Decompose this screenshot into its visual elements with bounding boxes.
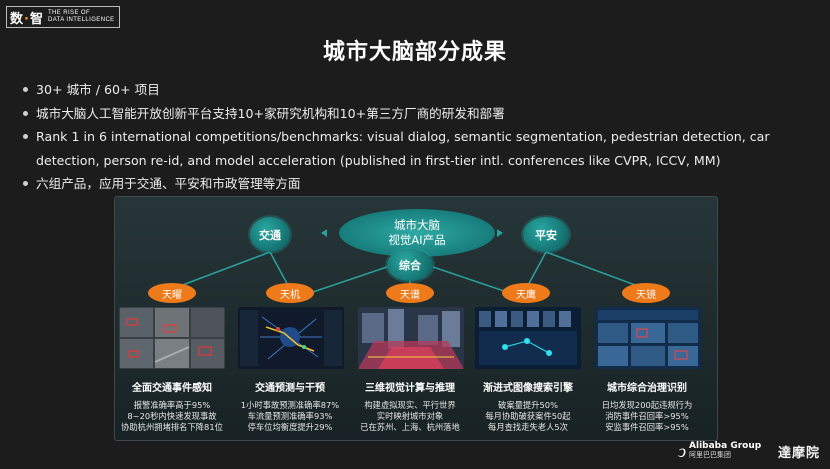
brand-logo: 数·智 THE RISE OF DATA INTELLIGENCE	[6, 6, 120, 28]
alibaba-logo: ↄ Alibaba Group 阿里巴巴集团	[678, 440, 762, 461]
product-name: 城市综合治理识别	[607, 383, 687, 394]
arrow-right-icon	[497, 229, 503, 237]
product-description: 报警准确率高于95%8~20秒内快速发现事故协助杭州拥堵排名下降81位	[121, 400, 223, 432]
alibaba-mark-icon: ↄ	[678, 440, 687, 461]
badge-tianyao: 天曜	[148, 283, 196, 303]
thumb-3d-vision	[358, 307, 464, 369]
badge-tianying: 天鹰	[502, 283, 550, 303]
thumb-traffic-prediction	[238, 307, 344, 369]
badge-tianji: 天机	[266, 283, 314, 303]
bullet-item: 六组产品，应用于交通、平安和市政管理等方面	[22, 172, 822, 196]
arrow-left-icon	[321, 229, 327, 237]
product-diagram: 城市大脑 视觉AI产品 交通 平安 综合 天曜 天机 天谱 天鹰 天镜	[114, 196, 718, 441]
bullet-list: 30+ 城市 / 60+ 项目 城市大脑人工智能开放创新平台支持10+家研究机构…	[22, 78, 822, 196]
product-name: 三维视觉计算与推理	[365, 383, 455, 394]
bullet-item: Rank 1 in 6 international competitions/b…	[22, 125, 822, 172]
logo-english: THE RISE OF DATA INTELLIGENCE	[47, 10, 115, 23]
badge-tianpu: 天谱	[386, 283, 434, 303]
damo-logo: 達摩院	[777, 445, 820, 461]
product-description: 1小时事故预测准确率87%车流量预测准确率93%停车位均衡度提升29%	[240, 400, 340, 432]
slide-title: 城市大脑部分成果	[322, 40, 507, 65]
connector-lines	[171, 251, 647, 294]
product-name: 交通预测与干预	[255, 383, 325, 394]
badge-tianjing: 天镜	[622, 283, 670, 303]
node-safety: 平安	[523, 217, 569, 252]
product-description: 构建虚拟现实、平行世界实时映射城市对象已在苏州、上海、杭州落地	[360, 400, 460, 432]
product-name: 渐进式图像搜索引擎	[483, 383, 573, 394]
bullet-item: 城市大脑人工智能开放创新平台支持10+家研究机构和10+第三方厂商的研发和部署	[22, 102, 822, 126]
bullet-item: 30+ 城市 / 60+ 项目	[22, 78, 822, 102]
thumb-image-search	[475, 307, 581, 369]
node-traffic: 交通	[250, 217, 290, 252]
node-general: 综合	[387, 249, 433, 281]
product-description: 日均发现200起违规行为消防事件召回率>95%安监事件召回率>95%	[601, 400, 693, 432]
logo-chinese: 数·智	[10, 11, 44, 27]
thumb-city-governance	[595, 307, 701, 369]
thumb-traffic-events	[119, 307, 225, 369]
product-name: 全面交通事件感知	[132, 383, 212, 394]
product-description: 破案量提升50%每月协助破获案件50起每月查找走失老人5次	[485, 400, 571, 432]
